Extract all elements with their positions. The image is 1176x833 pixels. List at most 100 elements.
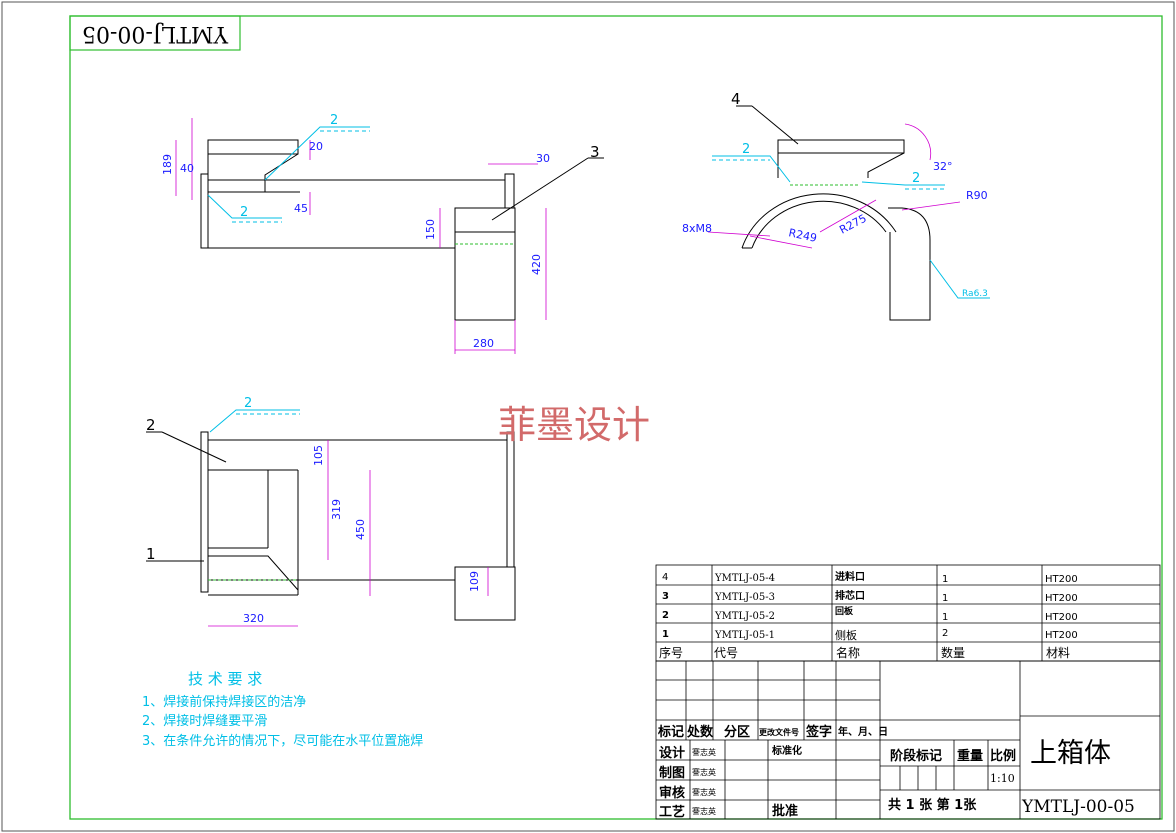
weld-symbol-1: 2 xyxy=(330,113,338,128)
side-view xyxy=(741,139,931,321)
dim-30: 30 xyxy=(536,152,550,165)
dim-40: 40 xyxy=(180,162,194,175)
dim-45: 45 xyxy=(294,202,308,215)
dim-r249: R249 xyxy=(787,226,818,245)
stage-weight-scale: 阶段标记 重量 比例 1:10 共 1 张 第 1张 xyxy=(888,748,1016,813)
balloon-3: 3 xyxy=(491,143,604,221)
top-view-dims xyxy=(208,440,489,627)
svg-text:2: 2 xyxy=(662,610,669,621)
tech-item-1: 1、焊接前保持焊接区的洁净 xyxy=(142,694,306,710)
dim-319: 319 xyxy=(330,499,343,520)
svg-text:1: 1 xyxy=(146,545,156,563)
weld-symbol-2: 2 xyxy=(240,205,248,220)
svg-text:謇志英: 謇志英 xyxy=(692,806,716,816)
approve-label: 批准 xyxy=(772,803,798,819)
weld-symbols-side xyxy=(712,155,990,299)
dim-450: 450 xyxy=(354,519,367,540)
tech-item-3: 3、在条件允许的情况下，尽可能在水平位置施焊 xyxy=(142,733,423,749)
bom-row-3: 3 YMTLJ-05-3 排芯口 1 HT200 xyxy=(662,589,1078,604)
svg-text:YMTLJ-05-3: YMTLJ-05-3 xyxy=(714,592,775,603)
svg-text:回板: 回板 xyxy=(835,605,854,617)
flipped-drawing-number: YMTLJ-00-05 xyxy=(69,15,241,51)
revision-headers: 标记 处数 分区 更改文件号 签字 年、月、日 xyxy=(657,724,888,740)
side-view-dims xyxy=(707,123,961,249)
svg-text:YMTLJ-05-1: YMTLJ-05-1 xyxy=(714,630,775,641)
roughness-symbol: Ra6.3 xyxy=(962,289,988,299)
svg-text:更改文件号: 更改文件号 xyxy=(759,727,799,737)
svg-text:2: 2 xyxy=(146,416,156,434)
svg-text:謇志英: 謇志英 xyxy=(692,747,716,757)
outlet-box-top xyxy=(454,566,516,621)
title-block-grid xyxy=(655,660,1161,820)
svg-text:比例: 比例 xyxy=(990,748,1016,764)
tech-title: 技 术 要 求 xyxy=(188,670,262,688)
svg-text:阶段标记: 阶段标记 xyxy=(890,748,942,764)
svg-text:YMTLJ-05-4: YMTLJ-05-4 xyxy=(714,573,775,584)
scale-value: 1:10 xyxy=(990,772,1015,785)
dim-189: 189 xyxy=(161,154,174,175)
svg-text:1: 1 xyxy=(942,612,948,623)
svg-text:1: 1 xyxy=(942,574,948,585)
outlet-box xyxy=(454,207,516,321)
dim-20: 20 xyxy=(309,140,323,153)
dim-32deg: 32° xyxy=(933,160,953,173)
drawing-frame xyxy=(69,15,1163,820)
outer-arch xyxy=(741,193,897,249)
svg-text:4: 4 xyxy=(662,572,668,583)
svg-text:謇志英: 謇志英 xyxy=(692,787,716,797)
balloon-1: 1 xyxy=(146,545,204,563)
side-plate-right xyxy=(506,431,515,568)
bom-row-2: 2 YMTLJ-05-2 回板 1 HT200 xyxy=(662,605,1078,623)
svg-text:进料口: 进料口 xyxy=(835,570,865,583)
bom-header: 序号 代号 名称 数量 材料 xyxy=(659,645,1070,660)
dim-105: 105 xyxy=(312,445,325,466)
weld-symbol-4: 2 xyxy=(912,171,920,186)
svg-text:謇志英: 謇志英 xyxy=(692,767,716,777)
dim-r90: R90 xyxy=(966,189,988,202)
svg-text:审核: 审核 xyxy=(659,785,685,801)
svg-text:1: 1 xyxy=(942,593,948,604)
technical-requirements: 技 术 要 求 1、焊接前保持焊接区的洁净 2、焊接时焊缝要平滑 3、在条件允许… xyxy=(142,670,423,749)
svg-text:序号: 序号 xyxy=(659,645,683,660)
bom-row-1: 1 YMTLJ-05-1 侧板 2 HT200 xyxy=(662,628,1078,642)
outlet-stub xyxy=(504,173,515,209)
sheet-count: 共 1 张 第 1张 xyxy=(888,797,977,813)
side-plate-left xyxy=(200,431,209,593)
drawing-number: YMTLJ-00-05 xyxy=(1021,797,1135,817)
side-plate-upper xyxy=(200,173,209,249)
dim-150: 150 xyxy=(424,219,437,240)
svg-text:年、月、日: 年、月、日 xyxy=(838,725,888,738)
part-name: 上箱体 xyxy=(1030,738,1111,769)
front-view-dims xyxy=(175,118,547,354)
svg-text:处数: 处数 xyxy=(686,724,714,740)
inlet-top xyxy=(777,139,905,154)
bom-row-4: 4 YMTLJ-05-4 进料口 1 HT200 xyxy=(662,570,1078,585)
svg-text:名称: 名称 xyxy=(836,645,860,660)
svg-text:YMTLJ-05-2: YMTLJ-05-2 xyxy=(714,611,775,622)
side-plate-profile xyxy=(888,207,931,321)
svg-text:工艺: 工艺 xyxy=(659,804,685,820)
svg-text:设计: 设计 xyxy=(659,745,685,761)
svg-text:3: 3 xyxy=(662,591,669,602)
watermark: 菲墨设计 xyxy=(498,403,650,447)
svg-text:HT200: HT200 xyxy=(1045,574,1078,585)
balloon-4: 4 xyxy=(731,90,799,145)
standardize-label: 标准化 xyxy=(771,744,802,757)
svg-text:3: 3 xyxy=(590,143,600,161)
svg-text:材料: 材料 xyxy=(1046,646,1070,660)
dim-320: 320 xyxy=(243,612,264,625)
weld-symbols-top xyxy=(209,409,300,433)
flipped-drawing-number-text: YMTLJ-00-05 xyxy=(82,21,229,46)
svg-text:分区: 分区 xyxy=(724,724,750,740)
svg-text:代号: 代号 xyxy=(714,646,738,660)
inlet-block xyxy=(207,139,299,155)
dim-8xm8: 8xM8 xyxy=(682,222,712,235)
weld-symbols-front xyxy=(207,126,370,223)
weld-symbol-3: 2 xyxy=(742,142,750,157)
dim-420: 420 xyxy=(530,254,543,275)
dim-280: 280 xyxy=(473,337,494,350)
balloon-2: 2 xyxy=(146,416,227,463)
inner-arch xyxy=(751,200,887,249)
